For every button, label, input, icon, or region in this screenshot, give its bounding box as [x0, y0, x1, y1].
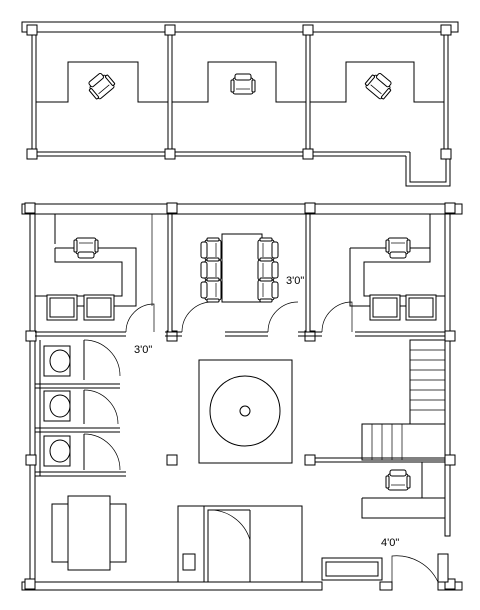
- reception-chair: [385, 469, 411, 491]
- staircase: [361, 339, 446, 461]
- conference-table: [221, 233, 263, 303]
- upper-floor: [21, 21, 459, 187]
- office-chair-1: [84, 69, 117, 102]
- conference-door-dimension: 3'0": [286, 275, 304, 287]
- lower-floor: 3'0" 3'0": [21, 202, 463, 591]
- entry-door-dimension: 4'0": [381, 537, 399, 549]
- restroom-door-dimension: 3'0": [134, 344, 152, 356]
- office-chair-3: [363, 69, 396, 102]
- left-office-chair: [73, 237, 99, 259]
- right-office-chair: [385, 237, 411, 259]
- office-chair-2: [230, 73, 256, 95]
- entry-door: [391, 555, 439, 583]
- meeting-table: [67, 495, 111, 571]
